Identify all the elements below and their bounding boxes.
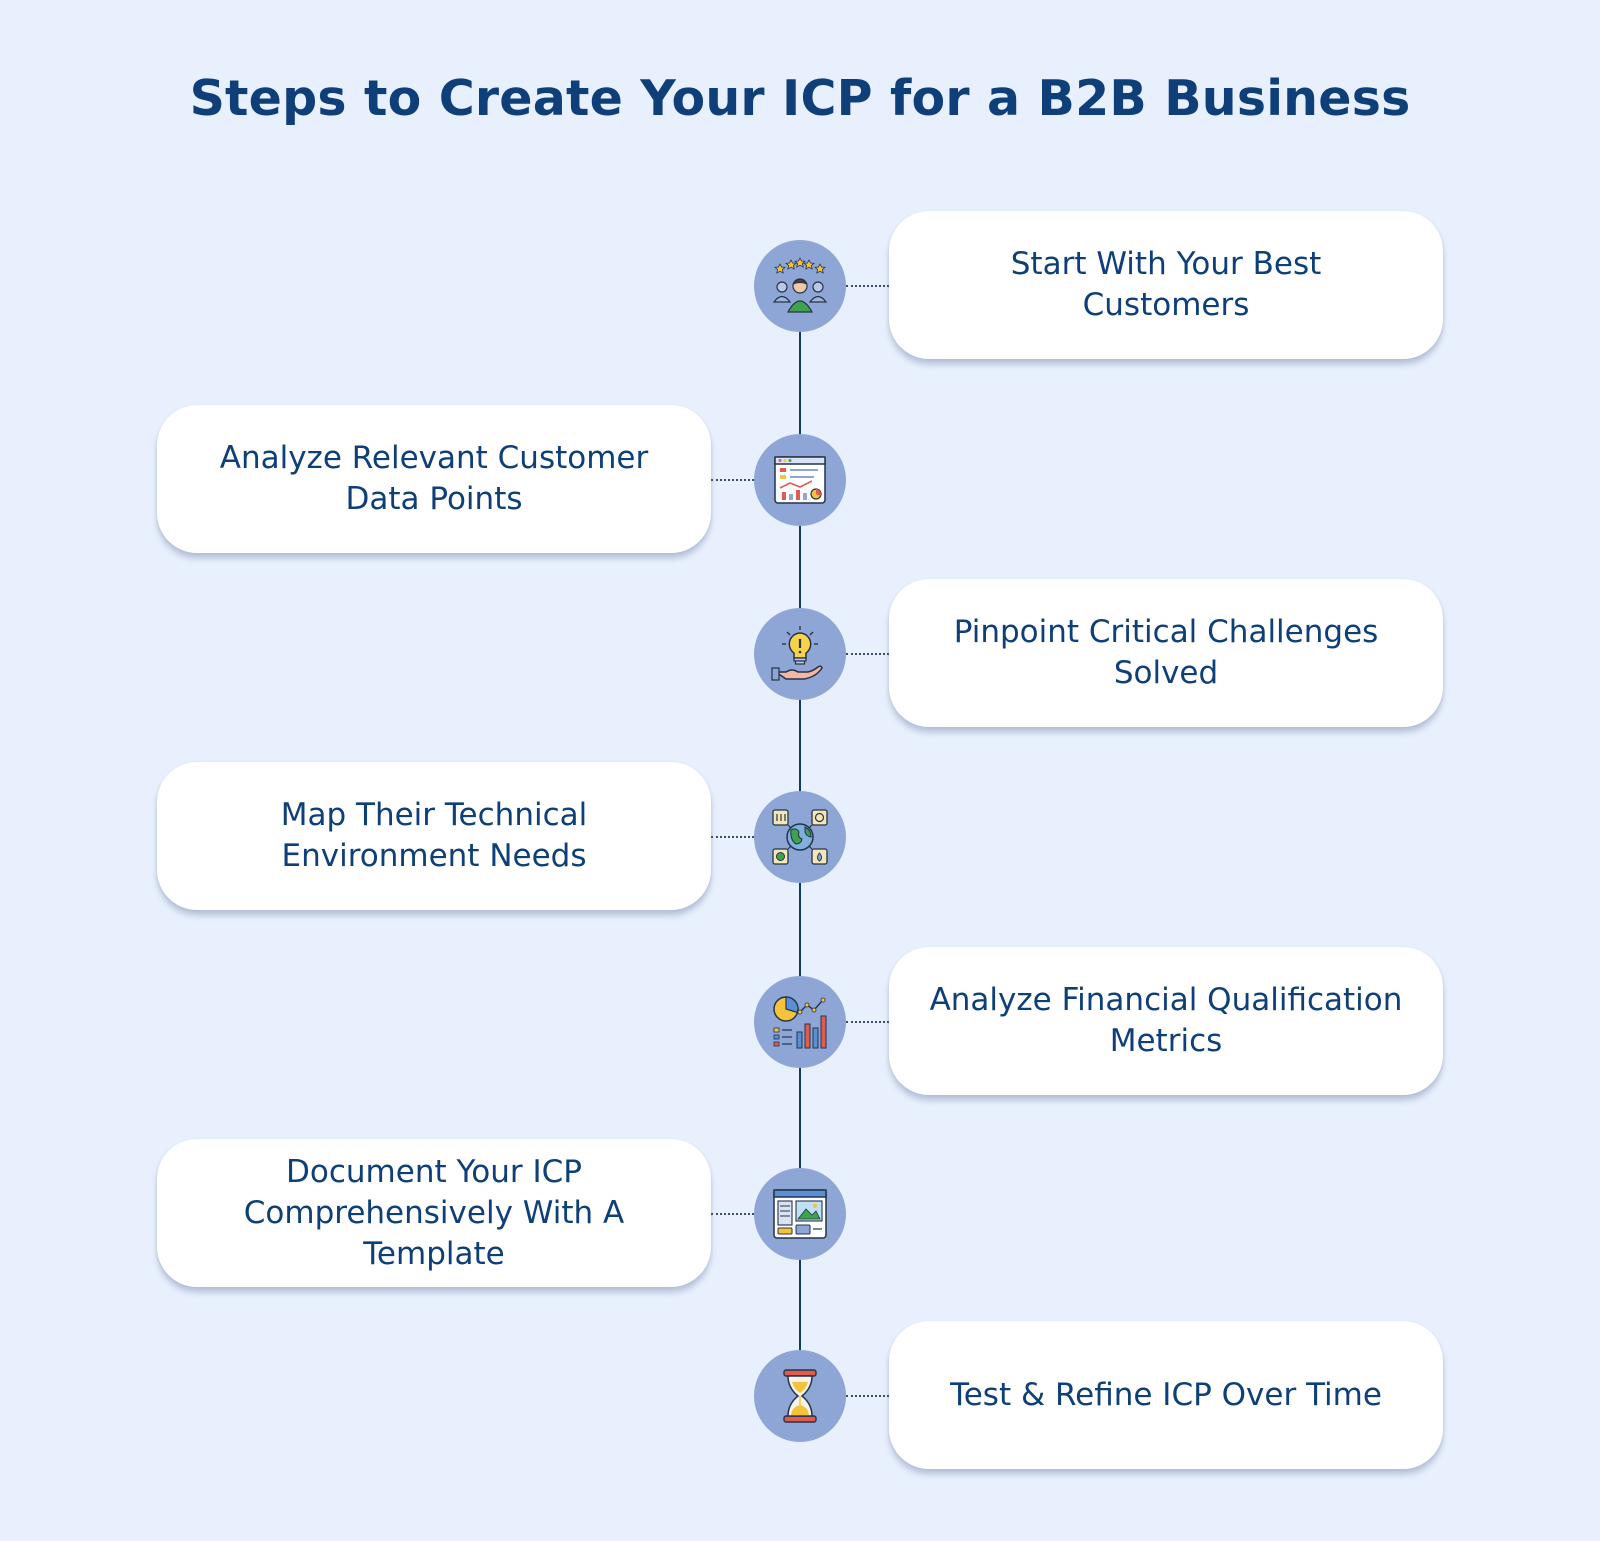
step-6: Document Your ICP Comprehensively With A… (0, 1139, 1600, 1287)
step-3-connector (846, 653, 889, 655)
step-2: Analyze Relevant Customer Data Points (0, 405, 1600, 553)
step-4-node (754, 791, 846, 883)
step-5-label: Analyze Financial Qualification Metrics (929, 982, 1403, 1059)
customers-rating-icon (772, 257, 828, 313)
page-title: Steps to Create Your ICP for a B2B Busin… (189, 70, 1411, 127)
step-4: Map Their Technical Environment Needs (0, 762, 1600, 910)
step-4-card: Map Their Technical Environment Needs (157, 762, 711, 910)
step-3: Pinpoint Critical Challenges Solved (0, 579, 1600, 727)
step-5: Analyze Financial Qualification Metrics (0, 947, 1600, 1095)
step-6-label: Document Your ICP Comprehensively With A… (243, 1153, 625, 1272)
step-5-card: Analyze Financial Qualification Metrics (889, 947, 1443, 1095)
step-5-node (754, 976, 846, 1068)
step-7-label: Test & Refine ICP Over Time (950, 1376, 1382, 1413)
document-template-icon (773, 1189, 827, 1239)
step-3-card: Pinpoint Critical Challenges Solved (889, 579, 1443, 727)
step-6-card: Document Your ICP Comprehensively With A… (157, 1139, 711, 1287)
step-6-connector (711, 1213, 754, 1215)
lightbulb-hand-icon (771, 626, 823, 681)
step-5-connector (846, 1021, 889, 1023)
step-1-node (754, 240, 846, 332)
step-2-card: Analyze Relevant Customer Data Points (157, 405, 711, 553)
step-6-node (754, 1168, 846, 1260)
step-4-label: Map Their Technical Environment Needs (280, 797, 588, 874)
step-1-label: Start With Your Best Customers (1010, 246, 1322, 323)
step-2-label: Analyze Relevant Customer Data Points (219, 440, 649, 517)
step-7-connector (846, 1395, 889, 1397)
step-3-node (754, 608, 846, 700)
step-3-label: Pinpoint Critical Challenges Solved (953, 614, 1379, 691)
step-4-connector (711, 836, 754, 838)
step-2-connector (711, 479, 754, 481)
step-1: Start With Your Best Customers (0, 211, 1600, 359)
step-1-card: Start With Your Best Customers (889, 211, 1443, 359)
step-7-card: Test & Refine ICP Over Time (889, 1321, 1443, 1469)
financial-charts-icon (773, 996, 827, 1049)
step-7-node (754, 1350, 846, 1442)
step-2-node (754, 434, 846, 526)
globe-environment-icon (772, 809, 828, 865)
hourglass-icon (783, 1369, 817, 1423)
step-7: Test & Refine ICP Over Time (0, 1321, 1600, 1469)
analytics-dashboard-icon (774, 456, 826, 504)
step-1-connector (846, 285, 889, 287)
